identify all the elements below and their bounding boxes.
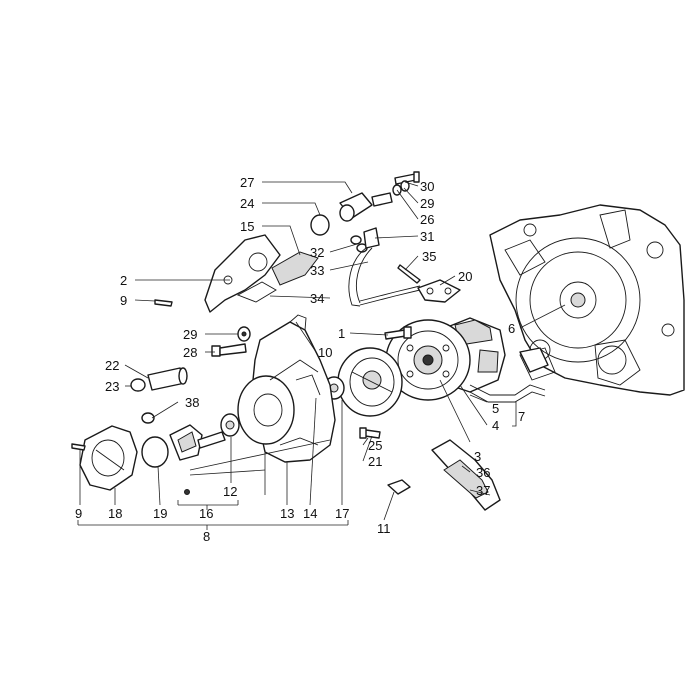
pipe-22	[147, 367, 188, 391]
screw-21-25	[359, 427, 381, 439]
callout-36: 36	[476, 465, 490, 480]
callout-15: 15	[240, 219, 254, 234]
callout-27: 27	[240, 175, 254, 190]
bolt-part-28	[211, 343, 247, 357]
callout-34: 34	[310, 291, 324, 306]
callout-24: 24	[240, 196, 254, 211]
callout-2: 2	[120, 273, 127, 288]
callout-7: 7	[518, 409, 525, 424]
callout-22: 22	[105, 358, 119, 373]
bolt-part-30	[394, 171, 420, 185]
leader-lines	[77, 181, 566, 530]
callout-1: 1	[338, 326, 345, 341]
impeller	[169, 424, 226, 461]
callout-28: 28	[183, 345, 197, 360]
seal-washer	[220, 413, 240, 437]
callout-23: 23	[105, 379, 119, 394]
callout-19: 19	[153, 506, 167, 521]
callout-3: 3	[474, 449, 481, 464]
callout-9-lower: 9	[75, 506, 82, 521]
callout-38: 38	[185, 395, 199, 410]
callout-32: 32	[310, 245, 324, 260]
callout-16: 16	[199, 506, 213, 521]
callout-17: 17	[335, 506, 349, 521]
callout-26: 26	[420, 212, 434, 227]
callout-37: 37	[476, 483, 490, 498]
callout-9-upper: 9	[120, 293, 127, 308]
spring-pin-12	[184, 489, 190, 495]
callout-35: 35	[422, 249, 436, 264]
flywheel-rotor	[385, 319, 471, 401]
crankcase-housing	[489, 204, 685, 396]
hose-fitting-assembly	[310, 192, 421, 307]
bolt-part-9-lower	[71, 443, 86, 451]
callout-29-upper: 29	[420, 196, 434, 211]
bolt-part-1	[384, 326, 412, 340]
callout-20: 20	[458, 269, 472, 284]
fan-disc	[337, 347, 403, 417]
callout-33: 33	[310, 263, 324, 278]
bolt-part-9-left	[154, 299, 173, 307]
callout-25: 25	[368, 438, 382, 453]
callout-12: 12	[223, 484, 237, 499]
callout-30: 30	[420, 179, 434, 194]
callout-6: 6	[508, 321, 515, 336]
flange-gasket	[417, 279, 461, 303]
callout-5: 5	[492, 401, 499, 416]
callout-labels: 27 24 15 2 9 30 29 26 31 35 20 32 33 34 …	[75, 175, 525, 544]
bolt-part-35	[397, 264, 421, 284]
callout-29-lower: 29	[183, 327, 197, 342]
o-ring-19	[141, 436, 169, 468]
clamp-23-38	[130, 378, 155, 424]
callout-31: 31	[420, 229, 434, 244]
insulation-pad	[236, 251, 319, 303]
callout-8: 8	[203, 529, 210, 544]
callout-11: 11	[377, 521, 391, 536]
clip-11	[387, 479, 411, 495]
pump-cover	[79, 425, 138, 491]
fan-cover-housing	[237, 314, 336, 463]
callout-10: 10	[318, 345, 332, 360]
callout-13: 13	[280, 506, 294, 521]
callout-4: 4	[492, 418, 499, 433]
side-cover-panel	[204, 234, 281, 313]
callout-14: 14	[303, 506, 317, 521]
air-duct	[431, 439, 501, 511]
callout-21: 21	[368, 454, 382, 469]
washer-part-29	[237, 326, 251, 342]
callout-18: 18	[108, 506, 122, 521]
